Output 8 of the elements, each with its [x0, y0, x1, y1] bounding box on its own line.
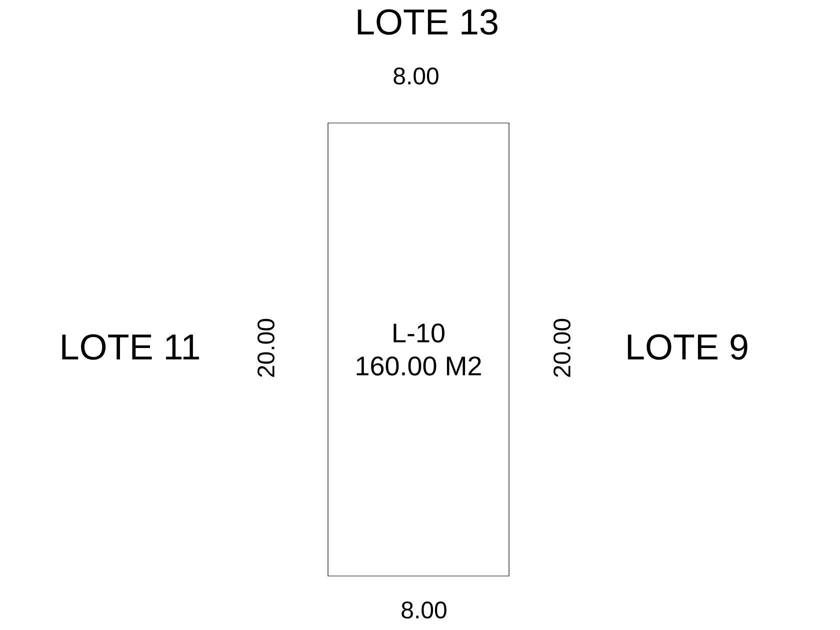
- dimension-label: 20.00: [258, 318, 274, 377]
- neighbor-lot-label: LOTE 11: [62, 334, 199, 360]
- neighbor-lot-label: LOTE 13: [358, 9, 498, 35]
- dimension-label: 8.00: [394, 68, 438, 84]
- dimension-label: 20.00: [554, 318, 570, 377]
- neighbor-lot-label: LOTE 9: [628, 334, 748, 360]
- dimension-label: 8.00: [402, 602, 446, 618]
- lot-outline: L-10 160.00 M2: [328, 122, 510, 576]
